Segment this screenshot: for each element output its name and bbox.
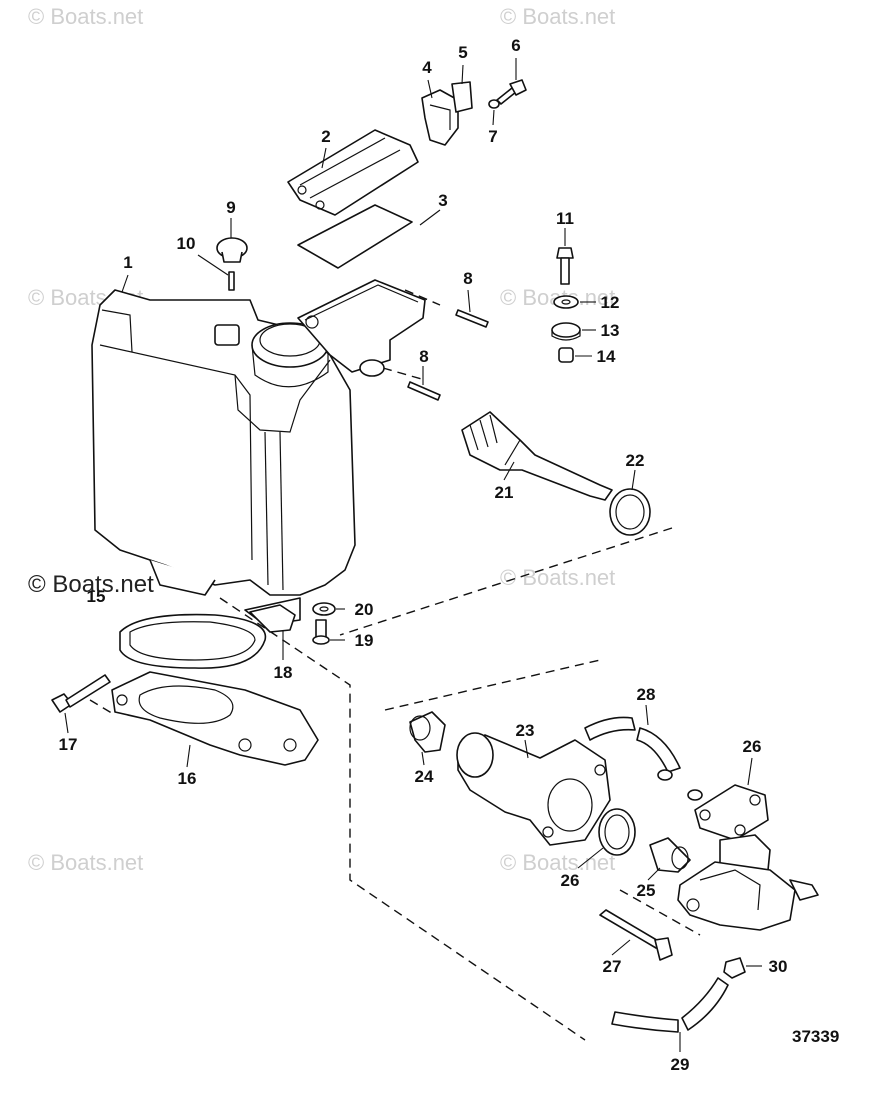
gasket — [297, 204, 413, 269]
callout-18: 18 — [274, 663, 293, 682]
washer-12 — [553, 295, 579, 309]
vent-pin — [228, 271, 235, 291]
screw-19 — [312, 619, 330, 645]
callout-6: 6 — [511, 36, 520, 55]
callout-10: 10 — [177, 234, 196, 253]
callout-26-o-ring: 26 — [561, 871, 580, 890]
watermark: © Boats.net — [500, 850, 615, 875]
callout-22: 22 — [626, 451, 645, 470]
callout-4: 4 — [422, 58, 432, 77]
callout-14: 14 — [597, 347, 616, 366]
filler-cap — [216, 237, 248, 263]
callout-9: 9 — [226, 198, 235, 217]
callout-23: 23 — [516, 721, 535, 740]
callout-8-upper: 8 — [463, 269, 472, 288]
grommet-13 — [551, 322, 581, 341]
bushing-14 — [558, 347, 574, 363]
oval-seal — [119, 613, 267, 669]
watermark: © Boats.net — [28, 850, 143, 875]
bolt-17 — [51, 674, 111, 713]
pump-housing — [456, 732, 611, 846]
leader-lines — [64, 58, 762, 1052]
assembly-lines — [89, 289, 701, 1041]
fuel-pump — [657, 769, 819, 931]
watermark: © Boats.net — [28, 4, 143, 29]
callout-21: 21 — [495, 483, 514, 502]
bushing-24 — [409, 711, 446, 753]
o-ring-26 — [598, 808, 636, 856]
bracket — [421, 89, 459, 146]
callout-20: 20 — [355, 600, 374, 619]
tank-cover — [287, 129, 419, 216]
callout-8-lower: 8 — [419, 347, 428, 366]
bolt-11 — [556, 247, 574, 285]
washer-20 — [312, 602, 336, 616]
watermarks: © Boats.net © Boats.net © Boats.net © Bo… — [28, 4, 615, 875]
bolt-27 — [599, 909, 673, 961]
tank-frame — [297, 279, 426, 377]
callout-28: 28 — [637, 685, 656, 704]
nut-30 — [723, 957, 746, 979]
clip — [451, 81, 473, 113]
diagram-reference-number: 37339 — [792, 1027, 839, 1046]
callout-labels: 1 2 3 4 5 6 7 8 8 9 10 11 12 13 14 15 16… — [59, 36, 788, 1074]
callout-16: 16 — [178, 769, 197, 788]
washer-7 — [488, 99, 500, 109]
callout-15: 15 — [87, 587, 106, 606]
callout-3: 3 — [438, 191, 447, 210]
callout-13: 13 — [601, 321, 620, 340]
screw-6 — [496, 79, 527, 105]
base-plate — [111, 671, 319, 766]
pin-lower — [407, 381, 441, 401]
watermark: © Boats.net — [500, 4, 615, 29]
callout-2: 2 — [321, 127, 330, 146]
hose-29 — [611, 977, 729, 1033]
clamp-18 — [249, 604, 296, 633]
callout-11: 11 — [556, 209, 574, 228]
callout-7: 7 — [488, 127, 497, 146]
callout-25: 25 — [637, 881, 656, 900]
callout-29: 29 — [671, 1055, 690, 1074]
sleeve-25 — [649, 837, 691, 873]
callout-26-pump: 26 — [743, 737, 762, 756]
pin-upper — [455, 309, 489, 328]
callout-19: 19 — [355, 631, 374, 650]
callout-1: 1 — [123, 253, 132, 272]
watermark: © Boats.net — [500, 565, 615, 590]
drive-shaft — [461, 411, 613, 501]
watermark-prominent: © Boats.net — [28, 571, 154, 598]
callout-5: 5 — [458, 43, 467, 62]
callout-24: 24 — [415, 767, 434, 786]
o-ring-22 — [609, 488, 651, 536]
callout-27: 27 — [603, 957, 622, 976]
callout-12: 12 — [601, 293, 620, 312]
callout-30: 30 — [769, 957, 788, 976]
callout-17: 17 — [59, 735, 78, 754]
